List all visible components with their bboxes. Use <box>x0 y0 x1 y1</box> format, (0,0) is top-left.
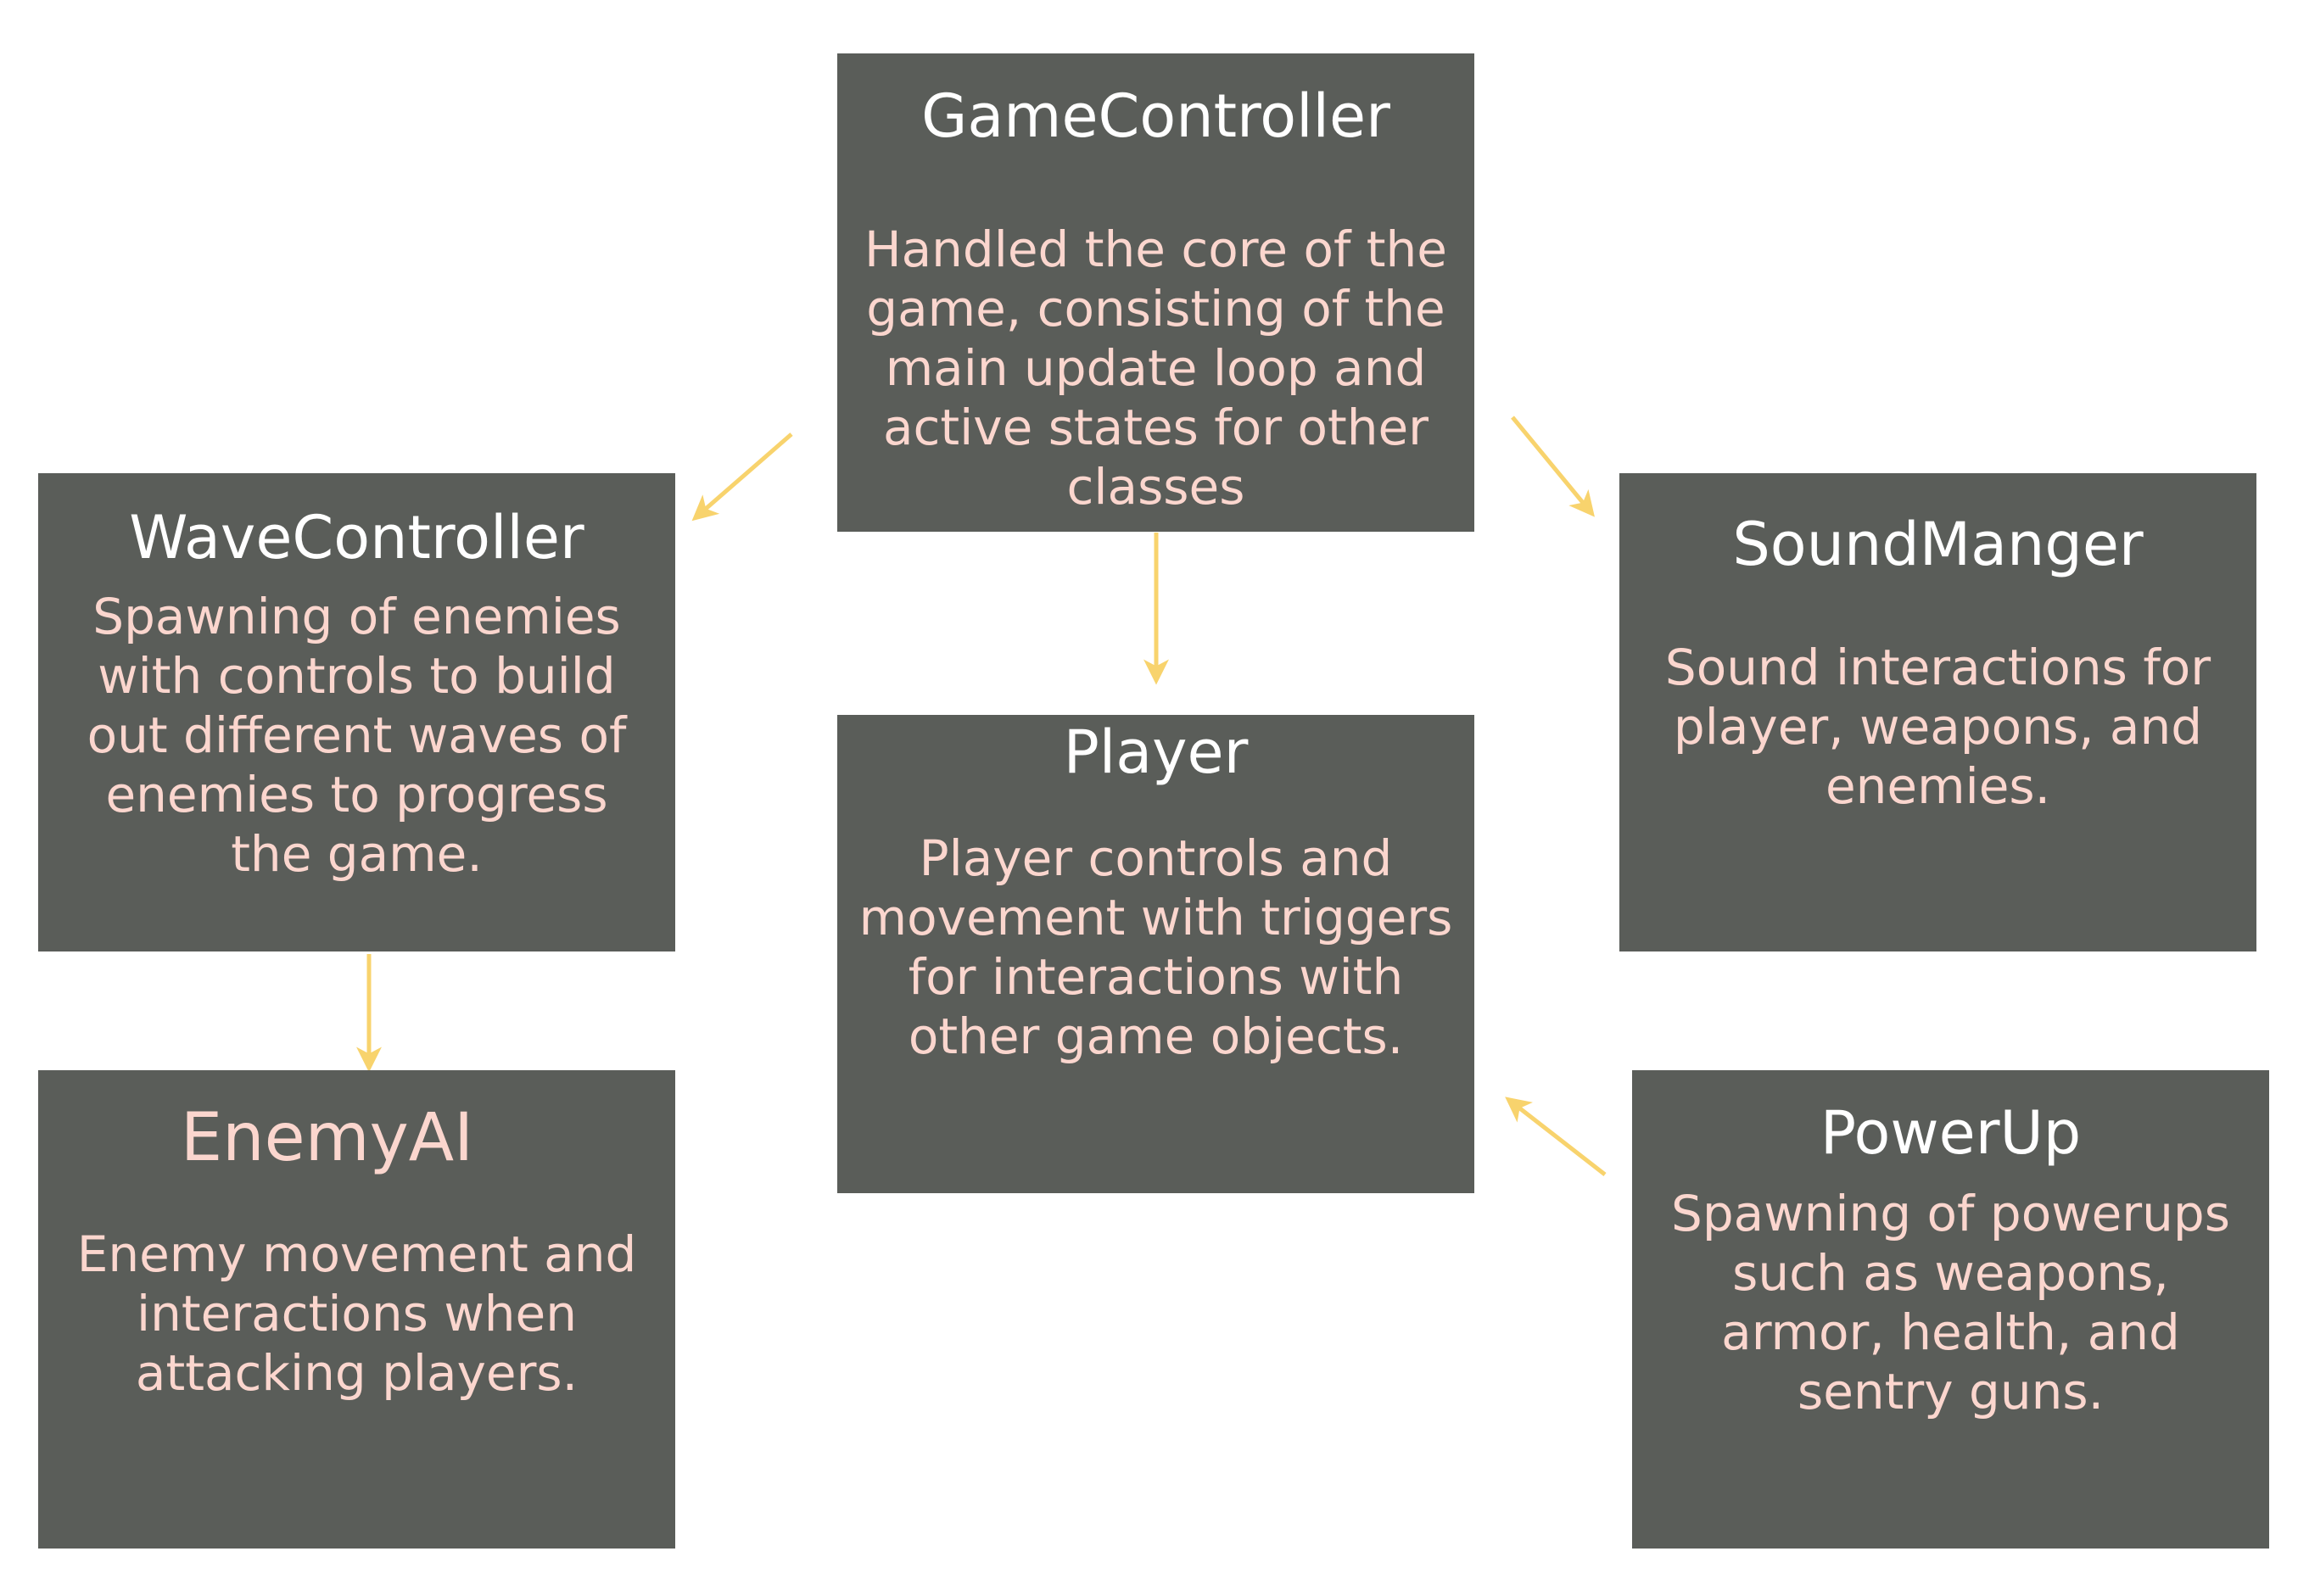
sound-manager-node: SoundManger Sound interactions for playe… <box>1619 473 2256 951</box>
game-controller-title: GameController <box>921 81 1390 151</box>
sound-manager-description: Sound interactions for player, weapons, … <box>1664 639 2211 815</box>
power-up-node: PowerUp Spawning of powerups such as wea… <box>1632 1070 2269 1549</box>
wave-controller-description: Spawning of enemies with controls to bui… <box>87 588 627 883</box>
arrow-gamecontroller-to-soundmanger <box>1511 416 1595 517</box>
player-description: Player controls and movement with trigge… <box>858 829 1453 1065</box>
game-controller-description: Handled the core of the game, consisting… <box>864 220 1447 516</box>
enemy-ai-node: EnemyAI Enemy movement and interactions … <box>38 1070 675 1549</box>
power-up-title: PowerUp <box>1820 1098 2082 1168</box>
arrow-gamecontroller-to-wavecontroller <box>691 432 793 522</box>
enemy-ai-description: Enemy movement and interactions when att… <box>76 1225 637 1402</box>
player-title: Player <box>1063 717 1249 787</box>
player-node: Player Player controls and movement with… <box>837 715 1474 1193</box>
wave-controller-title: WaveController <box>129 503 584 572</box>
wave-controller-node: WaveController Spawning of enemies with … <box>38 473 675 951</box>
arrow-powerup-to-player <box>1505 1097 1607 1176</box>
enemy-ai-title: EnemyAI <box>180 1100 474 1176</box>
game-controller-node: GameController Handled the core of the g… <box>837 53 1474 532</box>
sound-manager-title: SoundManger <box>1732 510 2144 579</box>
power-up-description: Spawning of powerups such as weapons, ar… <box>1671 1185 2230 1420</box>
